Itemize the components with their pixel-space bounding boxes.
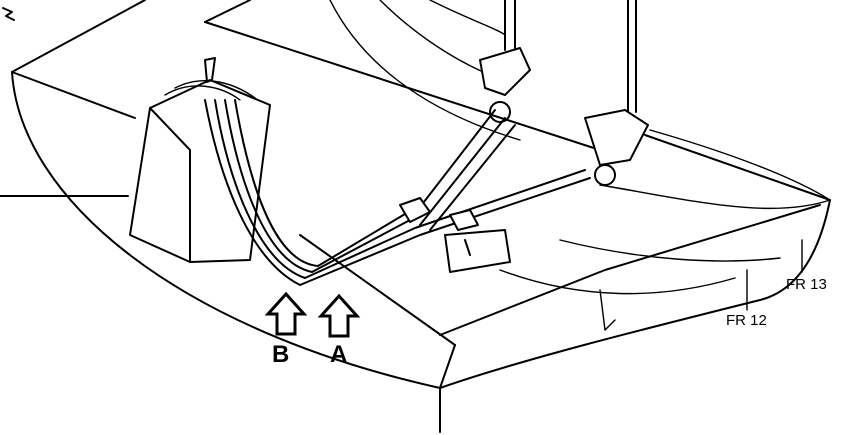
frame-12-label: FR 12 [726, 312, 767, 329]
arrow-a-icon [317, 293, 361, 338]
arrow-b-label: B [272, 341, 289, 368]
arc-1 [329, 0, 521, 141]
ledge-notch [599, 289, 616, 331]
floor-bracket [444, 229, 511, 273]
shell-left-curve [11, 71, 441, 389]
arrow-b: B [264, 291, 308, 368]
right-clamp-ring [594, 164, 616, 186]
arrow-a: A [317, 293, 361, 368]
ledge-corner [439, 344, 456, 389]
frame-13-label: FR 13 [786, 276, 827, 293]
arc-5 [599, 184, 831, 210]
block-edge [149, 107, 191, 263]
harness-riser-2 [419, 117, 506, 226]
ledge-top-edge [439, 204, 821, 336]
clip-2 [449, 209, 479, 231]
arrow-b-icon [264, 291, 308, 336]
arc-7 [499, 269, 736, 295]
harness-wire-1 [204, 99, 591, 286]
harness-wire-2 [214, 99, 586, 279]
block-top-curve-2 [174, 80, 256, 99]
floor-crease [299, 234, 456, 346]
arc-4 [649, 129, 831, 201]
upper-clamp [479, 47, 531, 96]
shell-front-curve [439, 199, 831, 389]
harness-wire-3 [224, 99, 411, 273]
harness-riser-1 [409, 109, 496, 221]
arc-6 [559, 239, 781, 262]
right-clamp [584, 109, 649, 166]
block-top-curve-1 [164, 85, 241, 101]
block-clip [204, 57, 216, 83]
harness-bundle [204, 99, 591, 286]
body-shell [0, 0, 831, 433]
arrow-a-label: A [330, 341, 347, 368]
block-body [129, 79, 271, 263]
rear-edge-right [644, 134, 831, 201]
panel-edge-upper [11, 0, 146, 73]
upper-clamp-ring [489, 101, 511, 123]
harness-riser-3 [429, 124, 516, 231]
floor-bracket-post [464, 239, 471, 256]
arc-3 [429, 0, 506, 36]
connector-block [129, 57, 271, 263]
panel-edge-left-top [11, 71, 136, 119]
clips [399, 0, 649, 273]
harness-wire-4 [234, 99, 406, 267]
clip-1 [399, 197, 431, 223]
panel-edge-upper-2 [204, 0, 251, 23]
break-mark [2, 7, 15, 21]
rear-edge [204, 21, 601, 151]
